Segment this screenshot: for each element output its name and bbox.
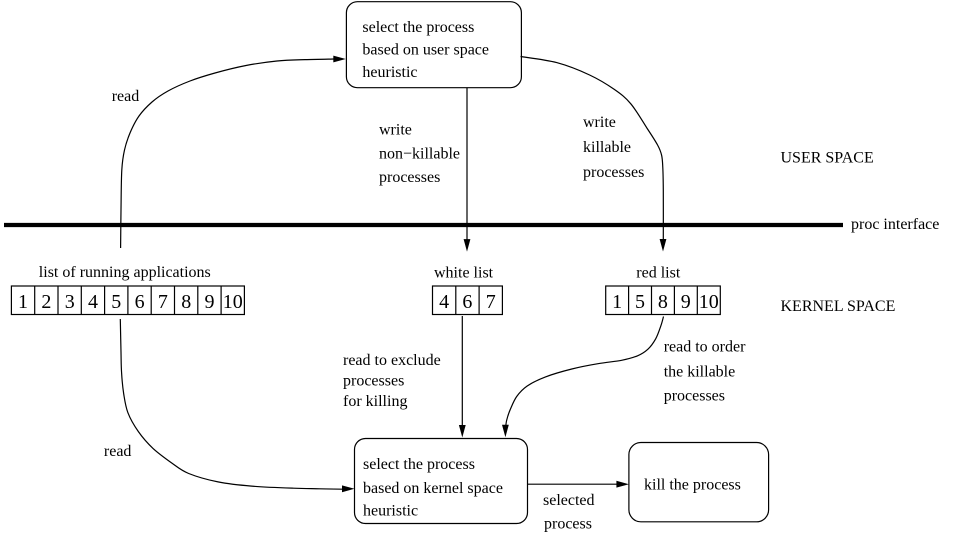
svg-text:read to exclude: read to exclude (343, 352, 441, 369)
svg-text:1: 1 (612, 291, 622, 313)
svg-text:based on kernel space: based on kernel space (363, 480, 503, 497)
svg-text:proc interface: proc interface (851, 216, 939, 233)
svg-text:write: write (583, 114, 616, 131)
svg-text:heuristic: heuristic (363, 503, 418, 520)
svg-text:10: 10 (699, 291, 719, 313)
svg-text:7: 7 (486, 291, 496, 313)
svg-text:2: 2 (41, 291, 51, 313)
svg-text:4: 4 (439, 291, 449, 313)
svg-text:4: 4 (88, 291, 98, 313)
svg-text:3: 3 (65, 291, 75, 313)
svg-text:select the process: select the process (363, 456, 475, 473)
svg-text:write: write (379, 122, 412, 139)
svg-text:heuristic: heuristic (362, 64, 417, 81)
svg-text:list of running applications: list of running applications (39, 264, 211, 281)
svg-text:5: 5 (635, 291, 645, 313)
svg-text:select the process: select the process (362, 19, 474, 36)
svg-text:6: 6 (135, 291, 145, 313)
svg-text:processes: processes (379, 169, 440, 186)
svg-text:for killing: for killing (343, 393, 407, 410)
svg-text:kill the process: kill the process (644, 477, 741, 494)
svg-text:red list: red list (636, 265, 681, 282)
svg-text:white list: white list (434, 265, 494, 282)
svg-text:5: 5 (111, 291, 121, 313)
svg-text:7: 7 (158, 291, 168, 313)
svg-text:USER SPACE: USER SPACE (781, 149, 874, 166)
svg-text:9: 9 (681, 291, 691, 313)
svg-text:8: 8 (658, 291, 668, 313)
svg-text:the killable: the killable (664, 364, 736, 381)
svg-text:read to order: read to order (664, 339, 746, 356)
svg-text:read: read (112, 88, 140, 105)
svg-text:9: 9 (205, 291, 215, 313)
svg-text:processes: processes (343, 373, 404, 390)
svg-text:processes: processes (664, 388, 725, 405)
svg-text:KERNEL SPACE: KERNEL SPACE (781, 298, 896, 315)
svg-text:read: read (104, 443, 132, 460)
svg-text:8: 8 (181, 291, 191, 313)
svg-text:process: process (544, 516, 592, 533)
svg-text:processes: processes (583, 164, 644, 181)
svg-text:based on user space: based on user space (362, 42, 489, 59)
svg-text:6: 6 (462, 291, 472, 313)
svg-text:non−killable: non−killable (379, 146, 460, 163)
svg-text:10: 10 (223, 291, 243, 313)
svg-text:killable: killable (583, 139, 631, 156)
svg-text:1: 1 (18, 291, 28, 313)
svg-text:selected: selected (543, 492, 595, 509)
